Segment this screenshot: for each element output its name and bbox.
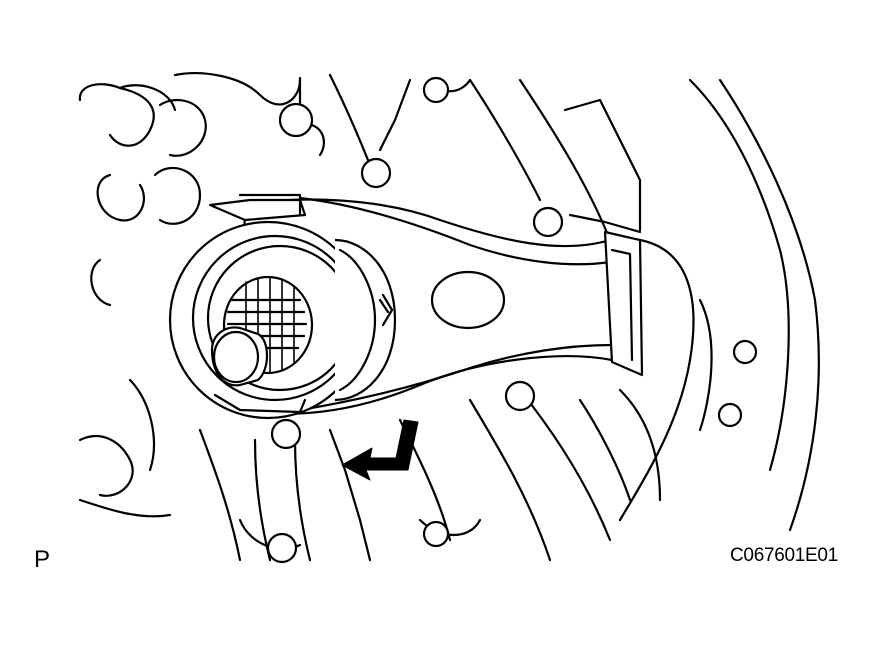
figure-code: C067601E01	[730, 545, 838, 566]
direction-arrow	[341, 419, 419, 481]
corner-letter: P	[34, 546, 51, 573]
input-shaft	[210, 275, 314, 387]
transmission-housing	[78, 72, 820, 564]
